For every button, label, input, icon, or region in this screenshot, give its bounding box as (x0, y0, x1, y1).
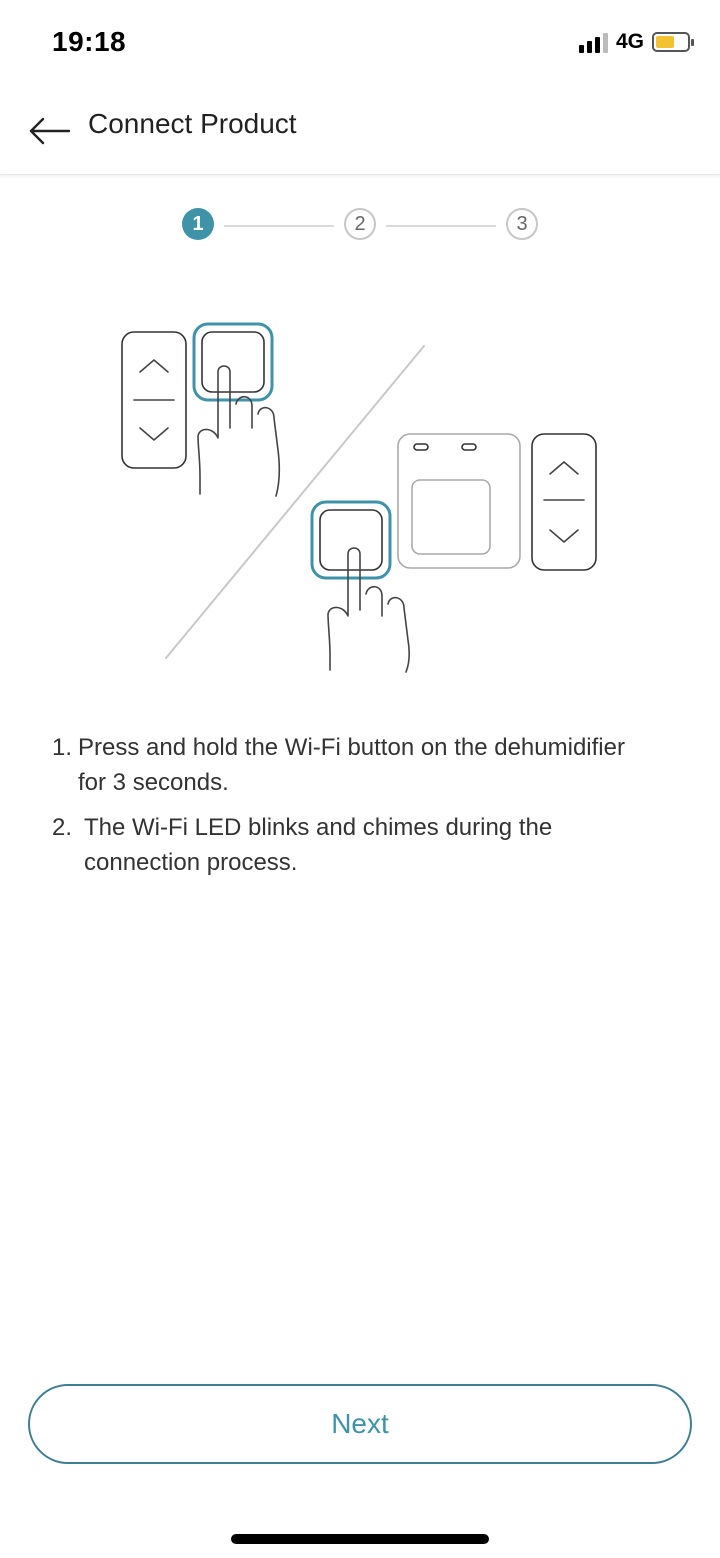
instruction-text: Press and hold the Wi-Fi button on the d… (78, 734, 625, 796)
app-header: Connect Product (0, 88, 720, 175)
cellular-signal-icon (578, 31, 608, 53)
wifi-button-illustration (121, 322, 597, 673)
status-indicators: 4G (578, 30, 694, 54)
instruction-number: 2. (52, 814, 73, 841)
page-title: Connect Product (88, 108, 297, 139)
battery-icon (652, 32, 694, 52)
step-connector (386, 225, 496, 227)
battery-level (656, 36, 674, 48)
network-type: 4G (615, 30, 644, 53)
status-time: 19:18 (52, 26, 127, 57)
step-1-indicator: 1 (182, 208, 214, 240)
step-3-indicator: 3 (506, 208, 538, 240)
back-button[interactable] (22, 104, 76, 158)
instruction-list: 1. Press and hold the Wi-Fi button on th… (52, 730, 652, 890)
home-indicator[interactable] (231, 1534, 489, 1544)
status-bar: 19:18 4G (0, 0, 720, 88)
instruction-item: 1. Press and hold the Wi-Fi button on th… (52, 730, 652, 800)
step-2-indicator: 2 (344, 208, 376, 240)
instruction-text: The Wi-Fi LED blinks and chimes during t… (84, 814, 553, 876)
back-arrow-icon (29, 117, 71, 145)
instruction-item: 2. The Wi-Fi LED blinks and chimes durin… (52, 810, 652, 880)
step-connector (224, 225, 334, 227)
instruction-number: 1. (52, 734, 73, 761)
progress-stepper: 1 2 3 (180, 208, 540, 244)
next-button[interactable]: Next (28, 1384, 692, 1464)
